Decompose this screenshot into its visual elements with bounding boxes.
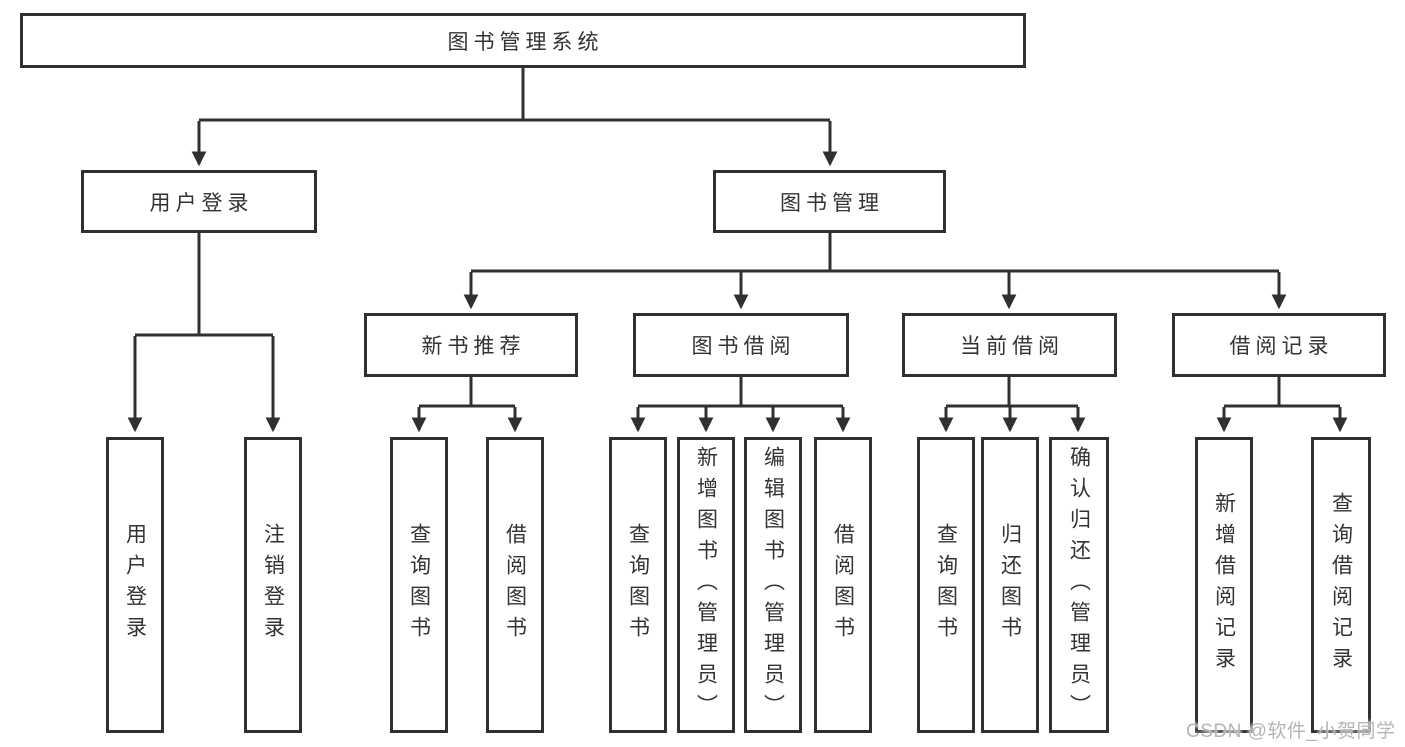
- leaf-confirm-return-admin: 确认归还（管理员）: [1049, 437, 1109, 733]
- node-library-management-system: 图书管理系统: [20, 13, 1026, 68]
- leaf-query-books-current: 查询图书: [917, 437, 975, 733]
- node-borrow-record: 借阅记录: [1172, 313, 1386, 377]
- node-user-login: 用户登录: [81, 170, 317, 233]
- node-book-management: 图书管理: [713, 170, 946, 233]
- node-current-borrow: 当前借阅: [902, 313, 1117, 377]
- leaf-add-books-admin: 新增图书（管理员）: [677, 437, 735, 733]
- leaf-return-books: 归还图书: [981, 437, 1039, 733]
- node-new-book-recommend: 新书推荐: [364, 313, 578, 377]
- leaf-edit-books-admin: 编辑图书（管理员）: [744, 437, 802, 733]
- leaf-borrow-books: 借阅图书: [814, 437, 872, 733]
- leaf-add-borrow-record: 新增借阅记录: [1195, 437, 1253, 733]
- leaf-logout-login: 注销登录: [244, 437, 302, 733]
- node-book-borrow: 图书借阅: [633, 313, 849, 377]
- leaf-query-books-recommend: 查询图书: [390, 437, 448, 733]
- leaf-user-login: 用户登录: [106, 437, 164, 733]
- leaf-borrow-books-recommend: 借阅图书: [486, 437, 544, 733]
- leaf-query-borrow-record: 查询借阅记录: [1311, 437, 1371, 733]
- leaf-query-books-borrow: 查询图书: [609, 437, 667, 733]
- csdn-watermark: CSDN @软件_小贺同学: [1186, 721, 1396, 742]
